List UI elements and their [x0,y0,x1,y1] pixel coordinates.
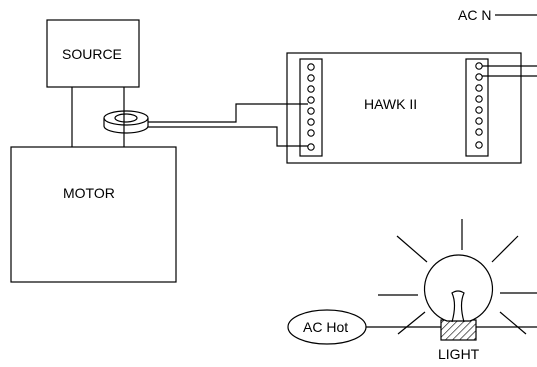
light-bulb [423,254,494,341]
ac-hot-label: AC Hot [303,319,349,335]
source-label: SOURCE [62,46,122,62]
ac-neutral-label: AC N [458,7,492,23]
motor-box [10,146,177,283]
sensor-lead-upper [148,103,308,123]
left-terminals [307,63,315,151]
light-label: LIGHT [438,346,480,362]
controller-label: HAWK II [364,96,418,112]
source-box [46,19,140,88]
bulb-socket [440,319,477,341]
current-sensor [103,110,149,134]
right-terminal-strip [465,58,489,157]
bulb-filament [451,290,465,323]
right-terminals [475,62,483,149]
motor-label: MOTOR [63,185,115,201]
left-terminal-strip [299,58,323,157]
hawk-controller-box [286,52,522,164]
light-rays [378,219,537,335]
sensor-lead-lower [148,126,308,147]
